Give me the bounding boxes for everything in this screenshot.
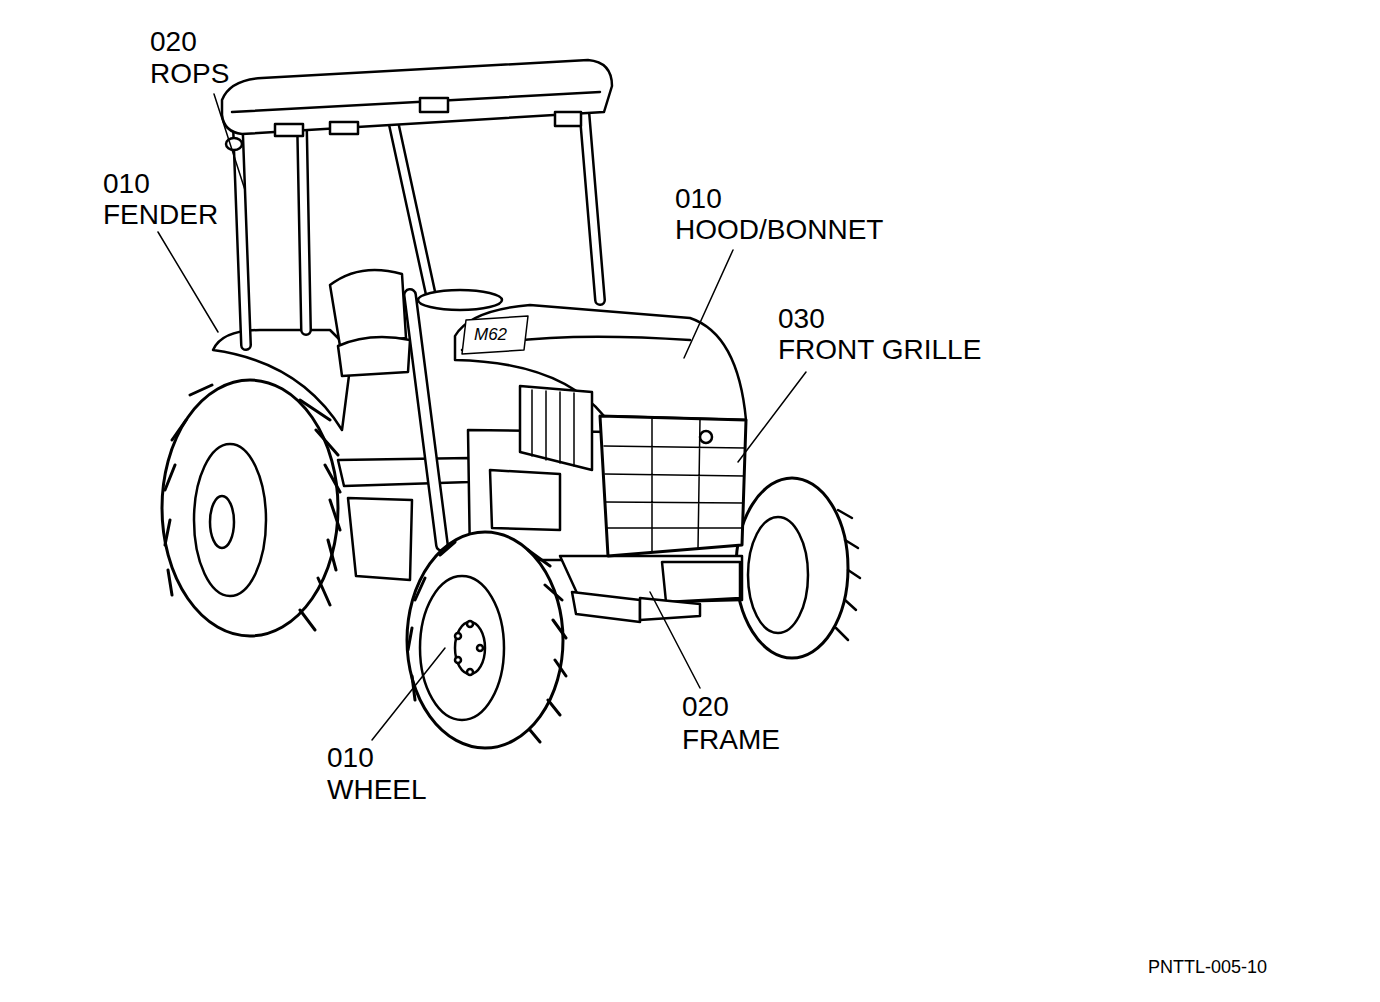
callout-number: 010: [327, 744, 374, 772]
callout-number: 030: [778, 305, 825, 333]
callout-number: 020: [150, 28, 197, 56]
part-name: HOOD/BONNET: [675, 216, 883, 244]
part-name: FENDER: [103, 201, 218, 229]
part-name: WHEEL: [327, 776, 427, 804]
part-name: ROPS: [150, 60, 229, 88]
callout-number: 020: [682, 693, 729, 721]
drawing-code: PNTTL-005-10: [1148, 958, 1267, 976]
part-name: FRONT GRILLE: [778, 336, 981, 364]
model-badge: M62: [474, 326, 507, 343]
callout-number: 010: [675, 185, 722, 213]
part-name: FRAME: [682, 726, 780, 754]
callout-number: 010: [103, 170, 150, 198]
